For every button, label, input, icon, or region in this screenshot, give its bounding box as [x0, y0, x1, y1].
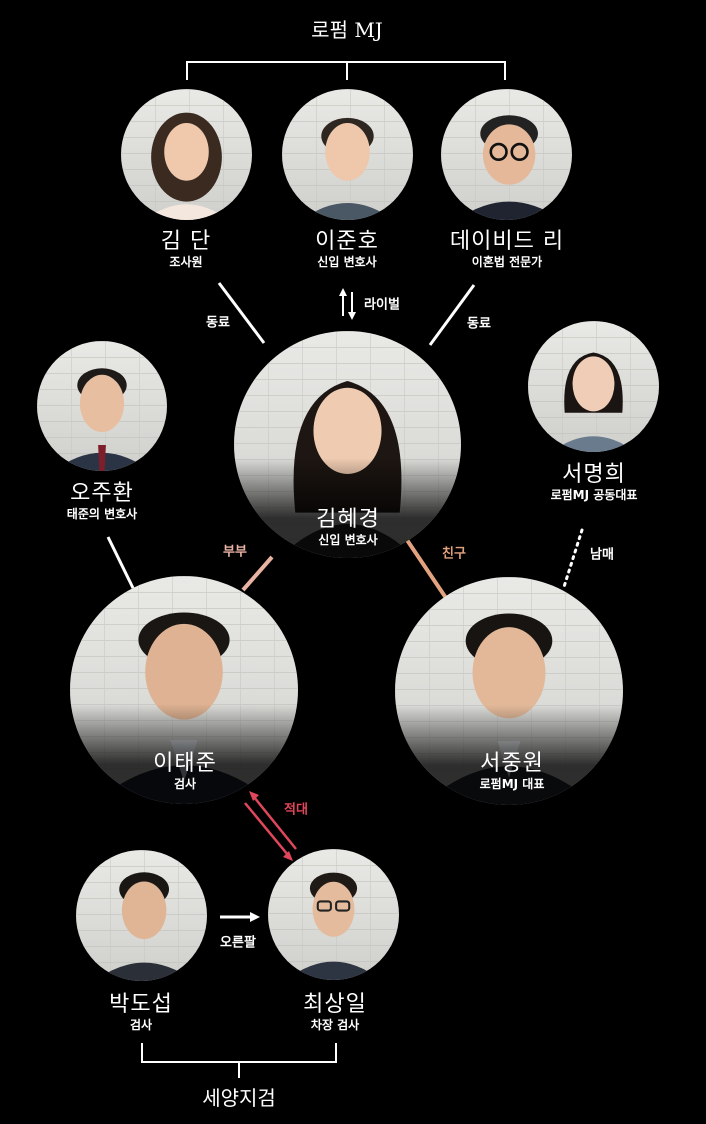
person-name: 이준호: [315, 229, 379, 254]
portrait-choi-sangil: [268, 849, 399, 980]
portrait-david-lee: [441, 89, 572, 220]
person-seo-jungwon: 서중원 로펌MJ 대표: [480, 751, 545, 792]
person-oh-juhwan: 오주환 태준의 변호사: [67, 481, 137, 522]
relation-enemy: 적대: [284, 802, 308, 818]
person-role: 차장 검사: [310, 1018, 360, 1033]
person-david-lee: 데이비드 리 이혼법 전문가: [450, 229, 564, 270]
group-title-lawfirm: 로펌 MJ: [311, 18, 383, 42]
bottom-bracket: [141, 1043, 337, 1078]
person-name: 서중원: [480, 751, 544, 776]
relation-spouse: 부부: [223, 544, 247, 560]
portrait-seo-jungwon: [395, 577, 623, 805]
portrait-kim-hyekyung: [234, 331, 461, 558]
person-role: 태준의 변호사: [66, 507, 138, 522]
enemy-line-b: [253, 796, 297, 850]
person-role: 검사: [129, 1018, 153, 1033]
person-kim-hyekyung: 김혜경 신입 변호사: [316, 507, 380, 548]
person-role: 신입 변호사: [318, 533, 378, 548]
person-name: 이태준: [153, 751, 217, 776]
person-choi-sangil: 최상일 차장 검사: [303, 992, 367, 1033]
person-name: 서명희: [562, 462, 626, 487]
person-lee-taejun: 이태준 검사: [153, 751, 217, 792]
person-park-doseop: 박도섭 검사: [109, 992, 173, 1033]
relation-friend: 친구: [442, 546, 466, 562]
relation-rival: 라이벌: [364, 297, 400, 313]
person-role: 검사: [173, 777, 197, 792]
top-bracket: [186, 61, 506, 80]
person-role: 조사원: [169, 255, 203, 270]
portrait-park-doseop: [76, 850, 207, 981]
person-role: 이혼법 전문가: [471, 255, 543, 270]
person-role: 로펌MJ 공동대표: [550, 488, 638, 503]
portrait-lee-junho: [282, 89, 413, 220]
person-name: 박도섭: [109, 992, 173, 1017]
portrait-kim-dan: [121, 89, 252, 220]
person-role: 로펌MJ 대표: [479, 777, 545, 792]
relation-siblings: 남매: [590, 547, 614, 563]
person-name: 데이비드 리: [449, 229, 565, 254]
relation-colleague-left: 동료: [206, 315, 230, 331]
person-name: 김 단: [160, 229, 212, 254]
portrait-seo-myunghee: [528, 321, 659, 452]
portrait-oh-juhwan: [37, 341, 167, 471]
group-title-prosecutors: 세양지검: [202, 1086, 276, 1110]
person-lee-junho: 이준호 신입 변호사: [315, 229, 379, 270]
person-role: 신입 변호사: [317, 255, 377, 270]
person-name: 오주환: [70, 481, 134, 506]
person-kim-dan: 김 단 조사원: [161, 229, 211, 270]
relation-colleague-right: 동료: [467, 316, 491, 332]
relation-right-hand: 오른팔: [220, 935, 256, 951]
person-seo-myunghee: 서명희 로펌MJ 공동대표: [551, 462, 638, 503]
person-name: 최상일: [303, 992, 367, 1017]
portrait-lee-taejun: [70, 576, 298, 804]
enemy-line-a: [244, 802, 289, 856]
person-name: 김혜경: [316, 507, 380, 532]
